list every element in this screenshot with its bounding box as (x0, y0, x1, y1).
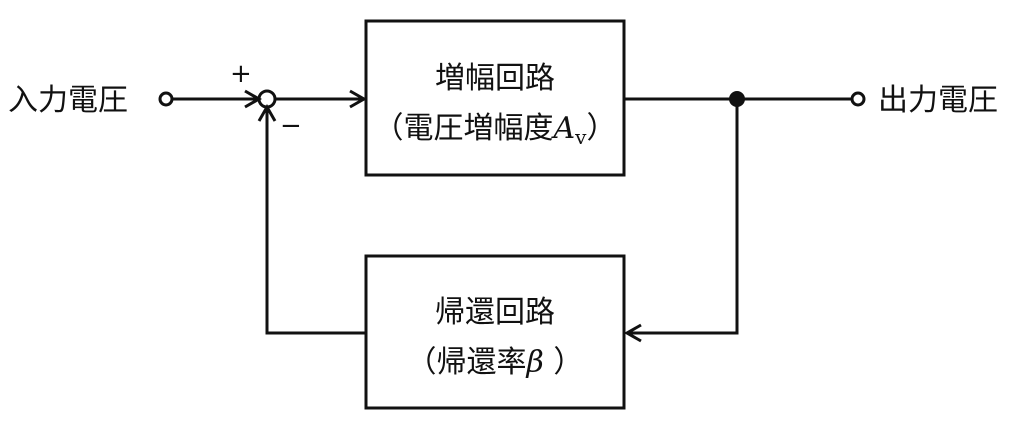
feedback-branch-line (627, 99, 739, 335)
plus-sign: + (230, 59, 252, 89)
minus-sign: − (280, 111, 302, 141)
feedback-input-arrow (623, 323, 642, 343)
feedback-return-arrow (257, 103, 277, 122)
input-label: 入力電圧 (8, 83, 128, 118)
feedback-return-line (265, 109, 366, 335)
gain-subscript: v (574, 125, 587, 149)
gain-symbol: A (551, 111, 576, 146)
amplifier-subtitle: （電圧増幅度Av） (374, 111, 617, 149)
amplifier-title: 増幅回路 (435, 61, 555, 96)
amplifier-block (364, 19, 626, 177)
output-label: 出力電圧 (878, 83, 998, 118)
feedback-block (364, 254, 626, 410)
input-terminal (158, 91, 174, 107)
feedback-subtitle: （帰還率β ） (407, 345, 584, 380)
feedback-title: 帰還回路 (435, 295, 555, 330)
beta-symbol: β (526, 345, 544, 380)
output-terminal (850, 91, 866, 107)
amplifier-input-arrow (349, 89, 368, 109)
